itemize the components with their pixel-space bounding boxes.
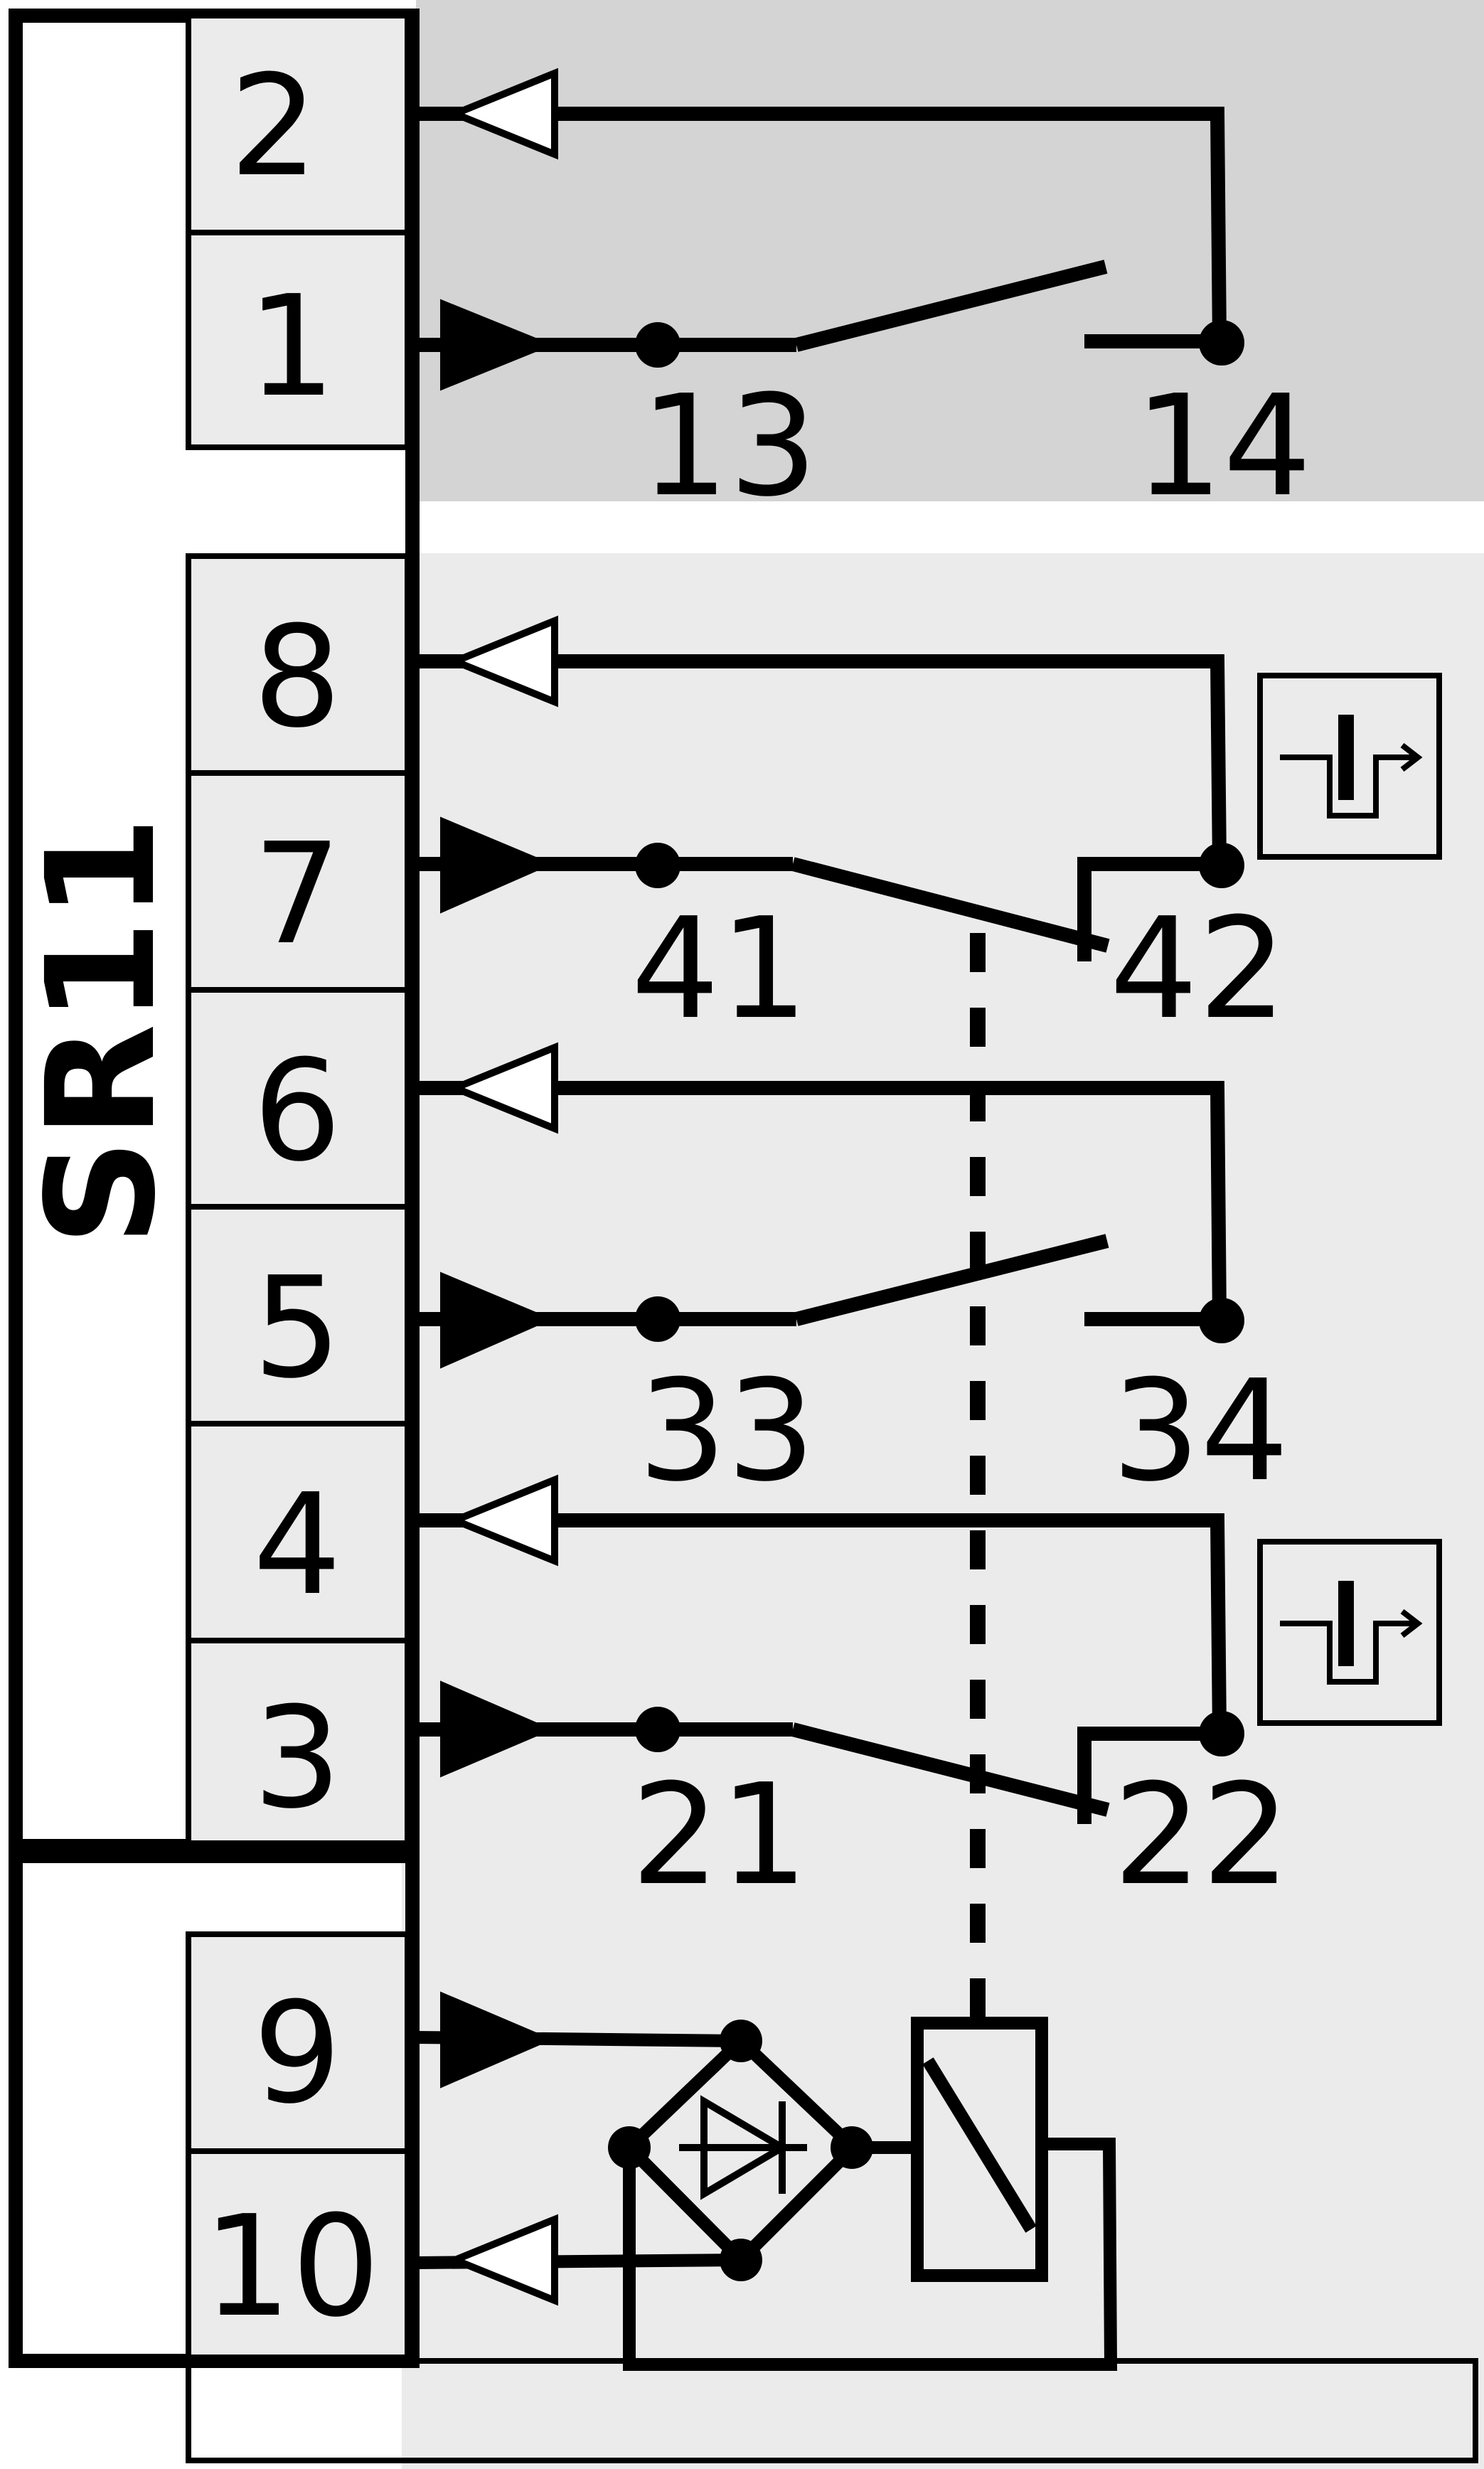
terminal-arrow-out-2 bbox=[445, 68, 558, 160]
terminal-arrow-out-4 bbox=[445, 1474, 558, 1567]
terminal-arrow-out-10 bbox=[445, 2214, 558, 2306]
terminal-box-4 bbox=[186, 1421, 410, 1643]
terminal-arrow-in-5 bbox=[440, 1271, 553, 1369]
terminal-label-4: 4 bbox=[253, 1464, 342, 1626]
lower-contact-zone bbox=[402, 553, 1484, 2469]
terminal-block-middle bbox=[186, 553, 410, 1846]
terminal-arrow-out-6 bbox=[445, 1042, 558, 1134]
contact-label-14: 14 bbox=[1134, 366, 1311, 528]
node-bridge-left bbox=[608, 2126, 651, 2169]
node-21 bbox=[635, 1707, 680, 1752]
terminal-box-10 bbox=[186, 2148, 410, 2360]
terminal-arrow-in-9 bbox=[440, 1991, 553, 2089]
node-13 bbox=[635, 322, 680, 368]
terminal-arrow-in-7 bbox=[440, 816, 553, 914]
node-bridge-bottom bbox=[720, 2239, 762, 2281]
contact-label-21: 21 bbox=[631, 1754, 808, 1916]
coil-circuit bbox=[415, 2031, 1118, 2371]
node-14 bbox=[1199, 320, 1244, 366]
terminal-label-5: 5 bbox=[253, 1247, 342, 1409]
terminal-arrow-out-8 bbox=[445, 615, 558, 708]
node-bridge-top bbox=[720, 2020, 762, 2062]
node-bridge-right bbox=[831, 2126, 873, 2169]
relay-coil-icon bbox=[911, 2017, 1048, 2282]
contact-label-33: 33 bbox=[638, 1350, 815, 1513]
terminal-box-7 bbox=[186, 770, 410, 993]
terminal-box-5 bbox=[186, 1204, 410, 1427]
terminal-box-3 bbox=[186, 1638, 410, 1846]
contact-label-42: 42 bbox=[1109, 888, 1286, 1050]
contact-label-41: 41 bbox=[631, 888, 808, 1050]
node-22 bbox=[1199, 1711, 1244, 1756]
terminal-label-9: 9 bbox=[253, 1973, 342, 2135]
terminal-arrow-in-3 bbox=[440, 1680, 553, 1778]
top-contact-zone bbox=[416, 0, 1484, 501]
terminal-label-7: 7 bbox=[253, 814, 342, 976]
terminal-box-2 bbox=[186, 13, 410, 235]
node-41 bbox=[635, 843, 680, 888]
node-42 bbox=[1199, 843, 1244, 888]
contact-33-34 bbox=[416, 1081, 1227, 1326]
terminal-box-8 bbox=[186, 553, 410, 776]
rectifier-diode-icon bbox=[679, 2095, 807, 2200]
contact-label-13: 13 bbox=[640, 366, 817, 528]
terminal-arrow-in-1 bbox=[440, 299, 553, 391]
terminal-box-1 bbox=[186, 230, 410, 450]
device-name: SR11 bbox=[14, 816, 188, 1246]
contact-label-34: 34 bbox=[1111, 1350, 1288, 1513]
positive-opening-icon bbox=[1257, 673, 1442, 860]
terminal-label-2: 2 bbox=[230, 46, 319, 208]
terminal-label-3: 3 bbox=[253, 1678, 342, 1840]
contact-label-22: 22 bbox=[1113, 1754, 1290, 1916]
terminal-box-9 bbox=[186, 1931, 410, 2154]
terminal-block-bottom bbox=[186, 1931, 410, 2360]
terminal-box-6 bbox=[186, 987, 410, 1210]
node-33 bbox=[635, 1296, 680, 1342]
positive-opening-icon bbox=[1257, 1539, 1442, 1726]
terminal-label-6: 6 bbox=[253, 1030, 342, 1193]
terminal-label-1: 1 bbox=[247, 266, 336, 428]
node-34 bbox=[1199, 1298, 1244, 1343]
terminal-label-8: 8 bbox=[253, 597, 342, 759]
terminal-label-10: 10 bbox=[203, 2186, 380, 2348]
terminal-block-top bbox=[186, 13, 410, 450]
